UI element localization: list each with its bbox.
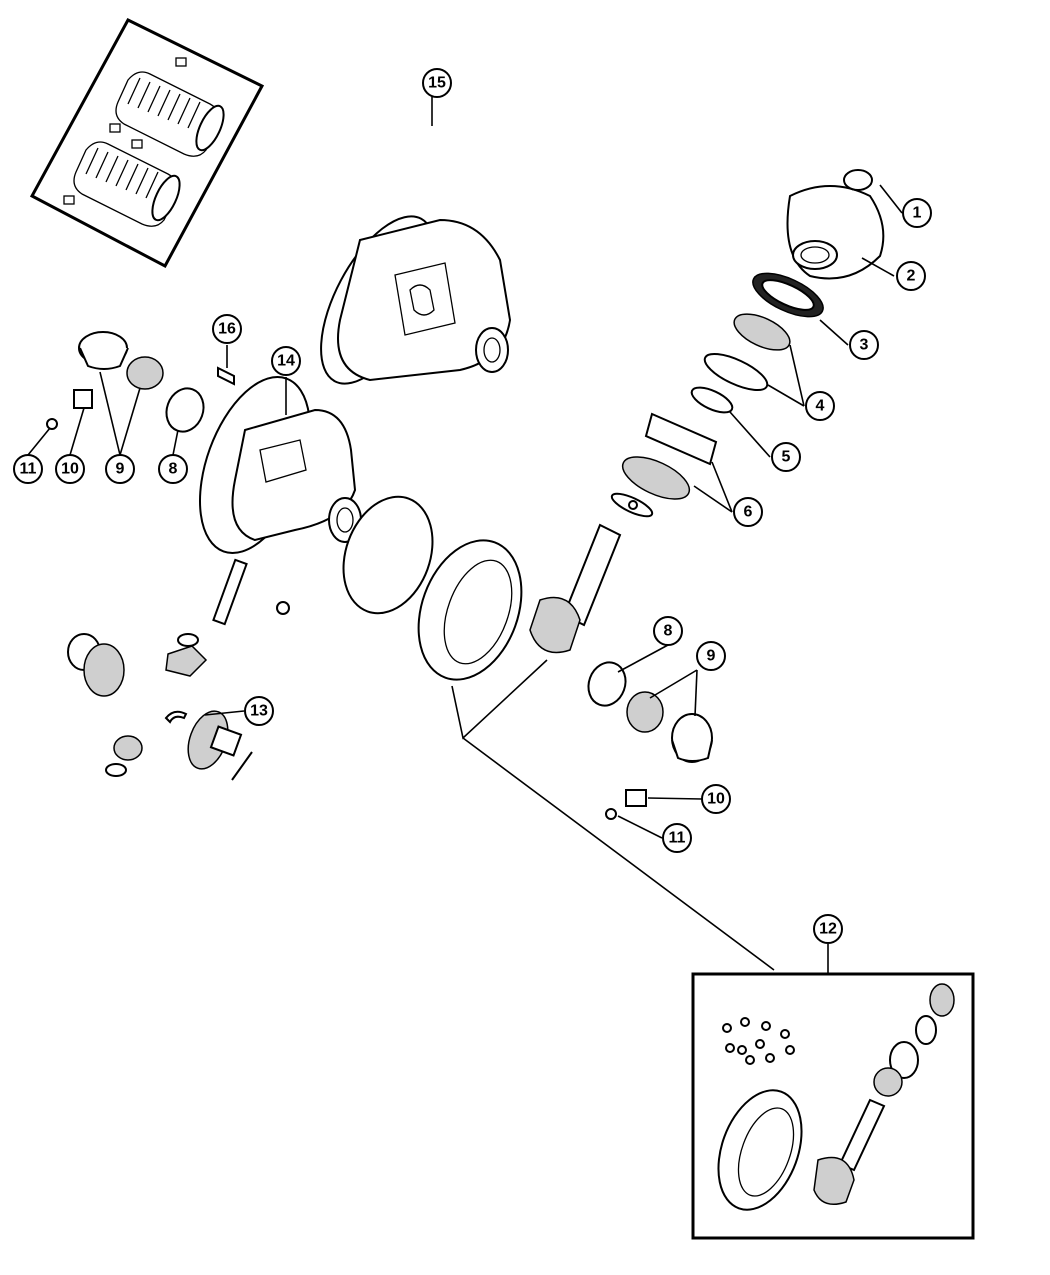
callout-3: 3 [849,330,879,360]
callout-8-right-label: 8 [664,623,673,640]
callout-8-right: 8 [653,616,683,646]
callout-10-right: 10 [701,784,731,814]
collapsible-spacer [690,386,734,414]
cover-bolt [217,366,235,386]
callout-11-right-label: 11 [669,830,686,847]
carrier-housing [199,376,362,554]
kit-bearings [873,983,955,1097]
right-bearing-shim [587,661,627,707]
right-bearing-cone [626,691,664,733]
callout-11-left: 11 [13,454,43,484]
ring-gear [417,539,523,681]
callout-5: 5 [771,442,801,472]
pinion-yoke-flange [786,169,885,280]
left-bearing-cone [126,356,164,390]
small-bolt [276,601,290,615]
side-gear-left [67,633,125,697]
pinion-mate-gears [105,633,208,777]
right-bearing-cup [671,713,713,763]
callout-14: 14 [271,346,301,376]
pinion-seal [752,272,824,318]
left-bearing-shim [165,387,205,433]
callout-16: 16 [212,314,242,344]
drive-pinion [529,523,622,654]
right-bolt [605,808,617,820]
kit-bolts [722,1017,795,1065]
callout-11-left-label: 11 [20,461,37,478]
clutch-plates-lower [63,139,181,227]
callout-4-label: 4 [816,398,825,415]
clutch-pack-inset [29,18,265,269]
callout-12-label: 12 [819,921,837,938]
callout-3-label: 3 [860,337,869,354]
callout-1: 1 [902,198,932,228]
pinion-depth-shim [628,500,638,510]
callout-12: 12 [813,914,843,944]
callout-8-left-label: 8 [169,461,178,478]
callout-6-label: 6 [744,504,753,521]
callout-10-left-label: 10 [61,461,79,478]
kit-pinion [813,1098,886,1205]
callout-15-label: 15 [428,75,446,92]
callout-2: 2 [896,261,926,291]
clutch-plates-upper [109,57,225,157]
c-lock [164,710,188,724]
callout-4: 4 [805,391,835,421]
callout-2-label: 2 [907,268,916,285]
callout-14-label: 14 [277,353,295,370]
left-bolt [46,418,58,430]
inner-pinion-bearing [610,412,718,518]
pin [231,751,253,781]
cover-gasket [342,495,434,615]
callout-9-right-label: 9 [707,648,716,665]
callout-9-left: 9 [105,454,135,484]
callout-13: 13 [244,696,274,726]
callout-9-right: 9 [696,641,726,671]
cross-shaft [212,558,248,626]
callout-10-right-label: 10 [707,791,725,808]
callout-13-label: 13 [250,703,268,720]
callout-1-label: 1 [913,205,922,222]
left-bearing-cup [78,331,129,370]
differential-case-assembly [320,215,512,385]
callout-10-left: 10 [55,454,85,484]
callout-8-left: 8 [158,454,188,484]
left-bracket [73,389,93,409]
side-gear-right [187,710,243,770]
callout-15: 15 [422,68,452,98]
callout-11-right: 11 [662,823,692,853]
callout-6: 6 [733,497,763,527]
callout-5-label: 5 [782,449,791,466]
leader-lines [27,97,903,974]
kit-ring-gear [717,1089,803,1211]
right-bracket [625,789,647,807]
callout-9-left-label: 9 [116,461,125,478]
outer-pinion-bearing [703,313,791,392]
callout-16-label: 16 [218,321,236,338]
ring-pinion-kit-inset [691,972,975,1240]
